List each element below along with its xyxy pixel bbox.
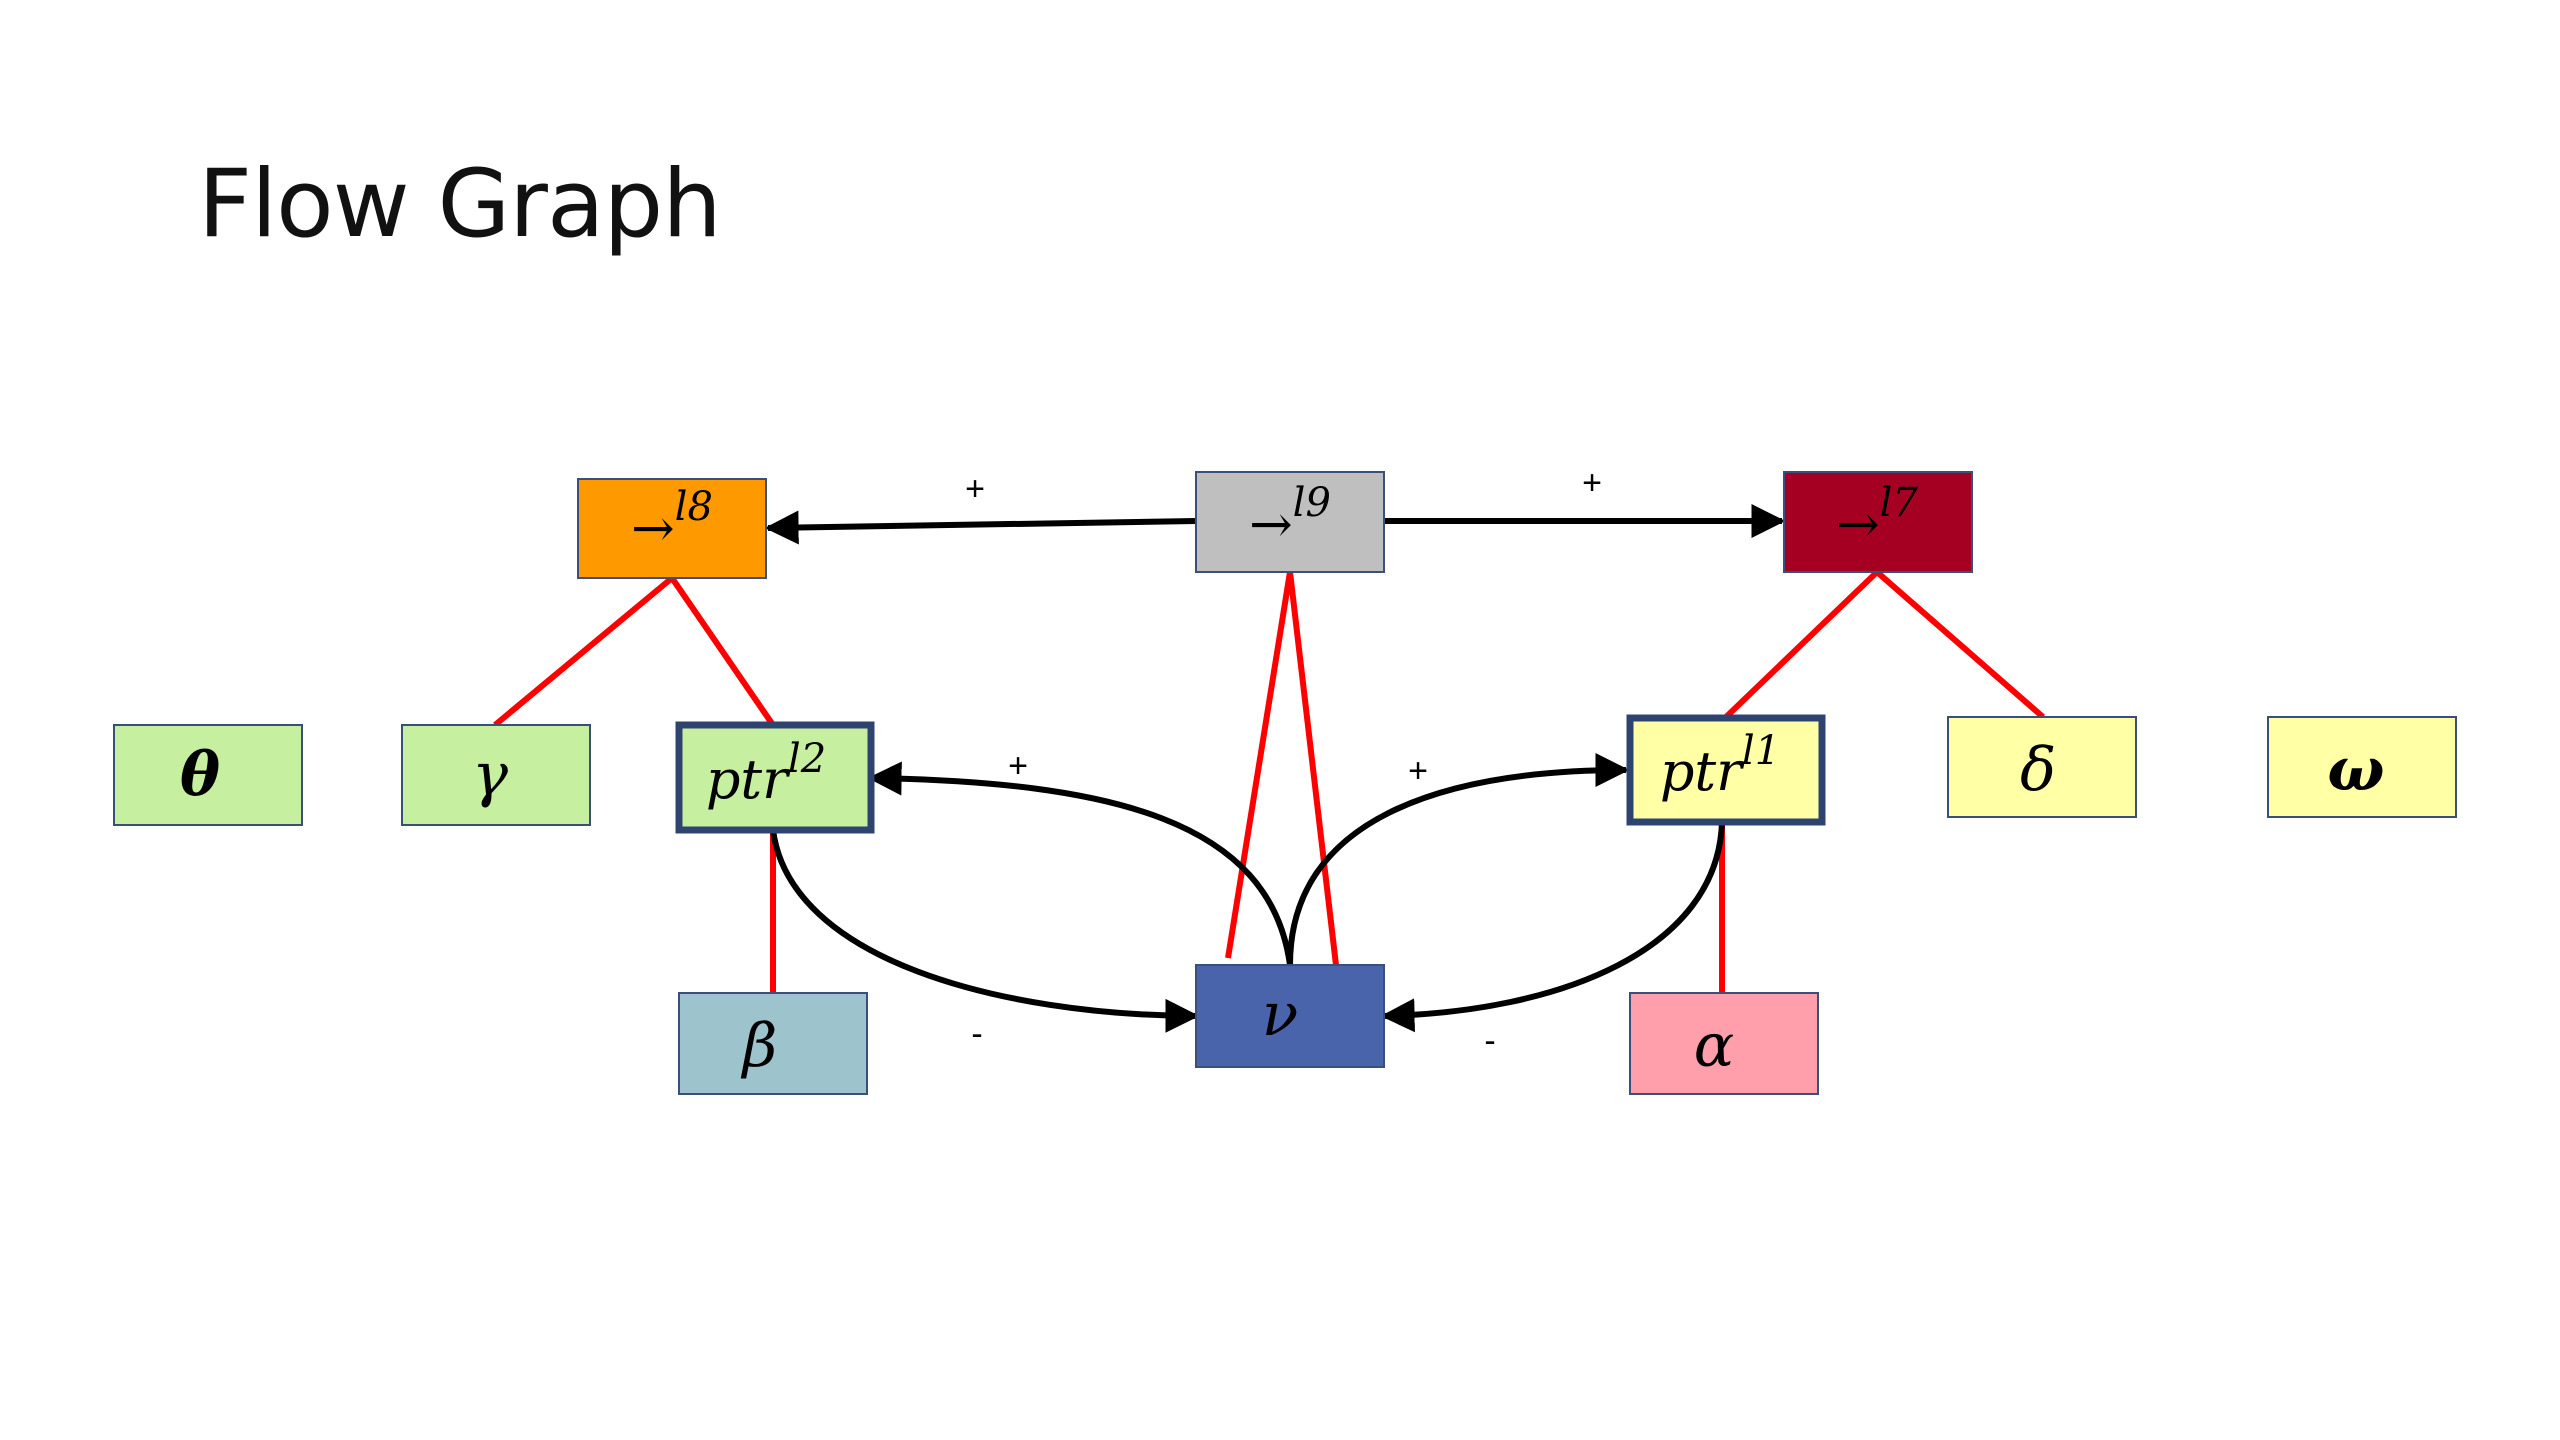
node-l8-box <box>577 478 767 579</box>
sign-nu-to-ptr-l1: + <box>1408 752 1428 790</box>
node-l7-sup: l7 <box>1880 480 1919 526</box>
node-l9-sup: l9 <box>1293 480 1331 526</box>
edge-l9-nu-right <box>1287 571 1339 966</box>
node-omega: ω <box>2267 716 2457 818</box>
node-gamma-box <box>401 724 591 826</box>
edge-sign-labels: + + + + - - <box>965 464 1602 1060</box>
node-ptr-l2-box <box>675 721 875 834</box>
svg-text:ptrl2: ptrl2 <box>706 736 826 811</box>
svg-text:→l9: →l9 <box>1249 480 1331 555</box>
node-beta-label: β <box>741 1011 778 1081</box>
node-theta: θ <box>113 724 303 826</box>
node-alpha-label: α <box>1694 1011 1735 1081</box>
node-l9-box <box>1195 471 1385 573</box>
node-l8-base: → <box>631 499 675 559</box>
edge-l8-ptr-l2 <box>669 576 776 727</box>
node-omega-box <box>2267 716 2457 818</box>
edge-l8-gamma <box>493 575 674 728</box>
node-ptr-l1-base: ptr <box>1660 740 1745 803</box>
sign-nu-to-ptr-l2: + <box>1008 747 1028 785</box>
node-gamma-label: γ <box>472 740 508 810</box>
node-beta-box <box>678 992 868 1095</box>
slide-title: Flow Graph <box>198 150 722 259</box>
node-ptr-l1: ptrl1 <box>1626 714 1826 826</box>
node-beta: β <box>678 992 868 1095</box>
arrow-nu-to-ptr-l2 <box>867 761 1293 966</box>
edge-l7-delta <box>1875 569 2045 720</box>
arrow-nu-to-ptr-l1 <box>1287 753 1630 966</box>
arrow-ptr-l1-to-nu <box>1380 821 1725 1033</box>
arrow-ptr-l2-to-nu <box>770 829 1200 1033</box>
node-ptr-l1-sup: l1 <box>1742 728 1780 774</box>
sign-ptr-l2-to-nu: - <box>971 1015 982 1053</box>
node-ptr-l2: ptrl2 <box>675 721 875 834</box>
node-ptr-l1-box <box>1626 714 1826 826</box>
sign-ptr-l1-to-nu: - <box>1484 1022 1495 1060</box>
node-l9: →l9 <box>1195 471 1385 573</box>
arrow-l9-to-l8 <box>764 510 1197 545</box>
node-theta-label: θ <box>180 740 220 810</box>
node-ptr-l2-sup: l2 <box>788 736 826 782</box>
node-nu: ν <box>1195 964 1385 1068</box>
node-omega-label: ω <box>2327 735 2384 805</box>
node-alpha-box <box>1629 992 1819 1095</box>
svg-text:→l7: →l7 <box>1836 480 1918 555</box>
sign-l9-to-l8: + <box>965 470 985 508</box>
node-l7-base: → <box>1836 495 1880 555</box>
node-nu-box <box>1195 964 1385 1068</box>
node-gamma: γ <box>401 724 591 826</box>
node-l8: →l8 <box>577 478 767 579</box>
node-nu-label: ν <box>1262 980 1298 1050</box>
edge-l9-nu-left <box>1225 571 1293 959</box>
node-l7: →l7 <box>1783 471 1973 573</box>
svg-text:ptrl1: ptrl1 <box>1660 728 1780 803</box>
node-l7-box <box>1783 471 1973 573</box>
node-alpha: α <box>1629 992 1819 1095</box>
node-l9-base: → <box>1249 495 1293 555</box>
node-delta: δ <box>1947 716 2137 818</box>
flow-edges <box>764 504 1786 1033</box>
node-theta-box <box>113 724 303 826</box>
node-delta-box <box>1947 716 2137 818</box>
node-l8-sup: l8 <box>675 484 713 530</box>
tree-edges <box>493 569 2045 993</box>
sign-l9-to-l7: + <box>1582 464 1602 502</box>
node-ptr-l2-base: ptr <box>706 748 791 811</box>
node-delta-label: δ <box>2020 735 2056 805</box>
svg-text:→l8: →l8 <box>631 484 713 559</box>
edge-l7-ptr-l1 <box>1723 569 1880 720</box>
